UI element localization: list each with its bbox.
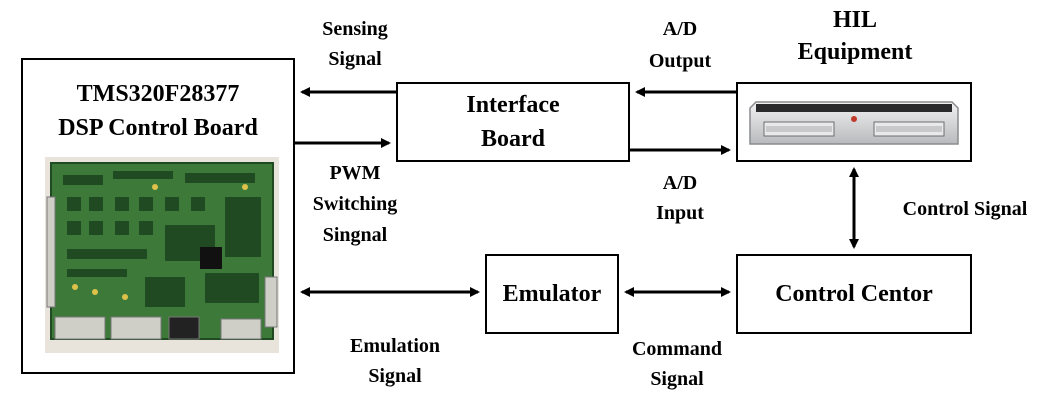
emulator-label: Emulator (502, 281, 602, 307)
hil-device-image (749, 101, 959, 145)
command-label-line1: Command (631, 338, 722, 360)
command-label-line2: Signal (650, 368, 704, 390)
pwm-label-line3: Singnal (322, 224, 388, 246)
interface-board-block: Interface Board (396, 82, 630, 162)
ad-input-label-line1: A/D (662, 172, 698, 194)
hil-title-line2: Equipment (797, 39, 913, 65)
control-center-block: Control Centor (736, 254, 972, 334)
interface-line1: Interface (466, 92, 560, 118)
sensing-label-line2: Signal (328, 48, 382, 70)
dsp-board-photo (45, 157, 279, 353)
interface-line2: Board (480, 126, 545, 152)
ad-output-label-line1: A/D (662, 18, 698, 40)
control-signal-label: Control Signal (902, 198, 1028, 220)
dsp-title-line1: TMS320F28377 (76, 81, 240, 107)
pwm-label-line1: PWM (329, 162, 381, 184)
hil-title-line1: HIL (832, 7, 877, 33)
emulator-block: Emulator (485, 254, 619, 334)
sensing-label-line1: Sensing (322, 18, 388, 40)
dsp-title-line2: DSP Control Board (58, 115, 258, 141)
emulation-label-line1: Emulation (349, 335, 441, 357)
emulation-label-line2: Signal (368, 365, 422, 387)
control-center-label: Control Centor (775, 281, 933, 307)
ad-input-label-line2: Input (656, 202, 704, 224)
ad-output-label-line2: Output (648, 50, 712, 72)
pwm-label-line2: Switching (312, 193, 398, 215)
